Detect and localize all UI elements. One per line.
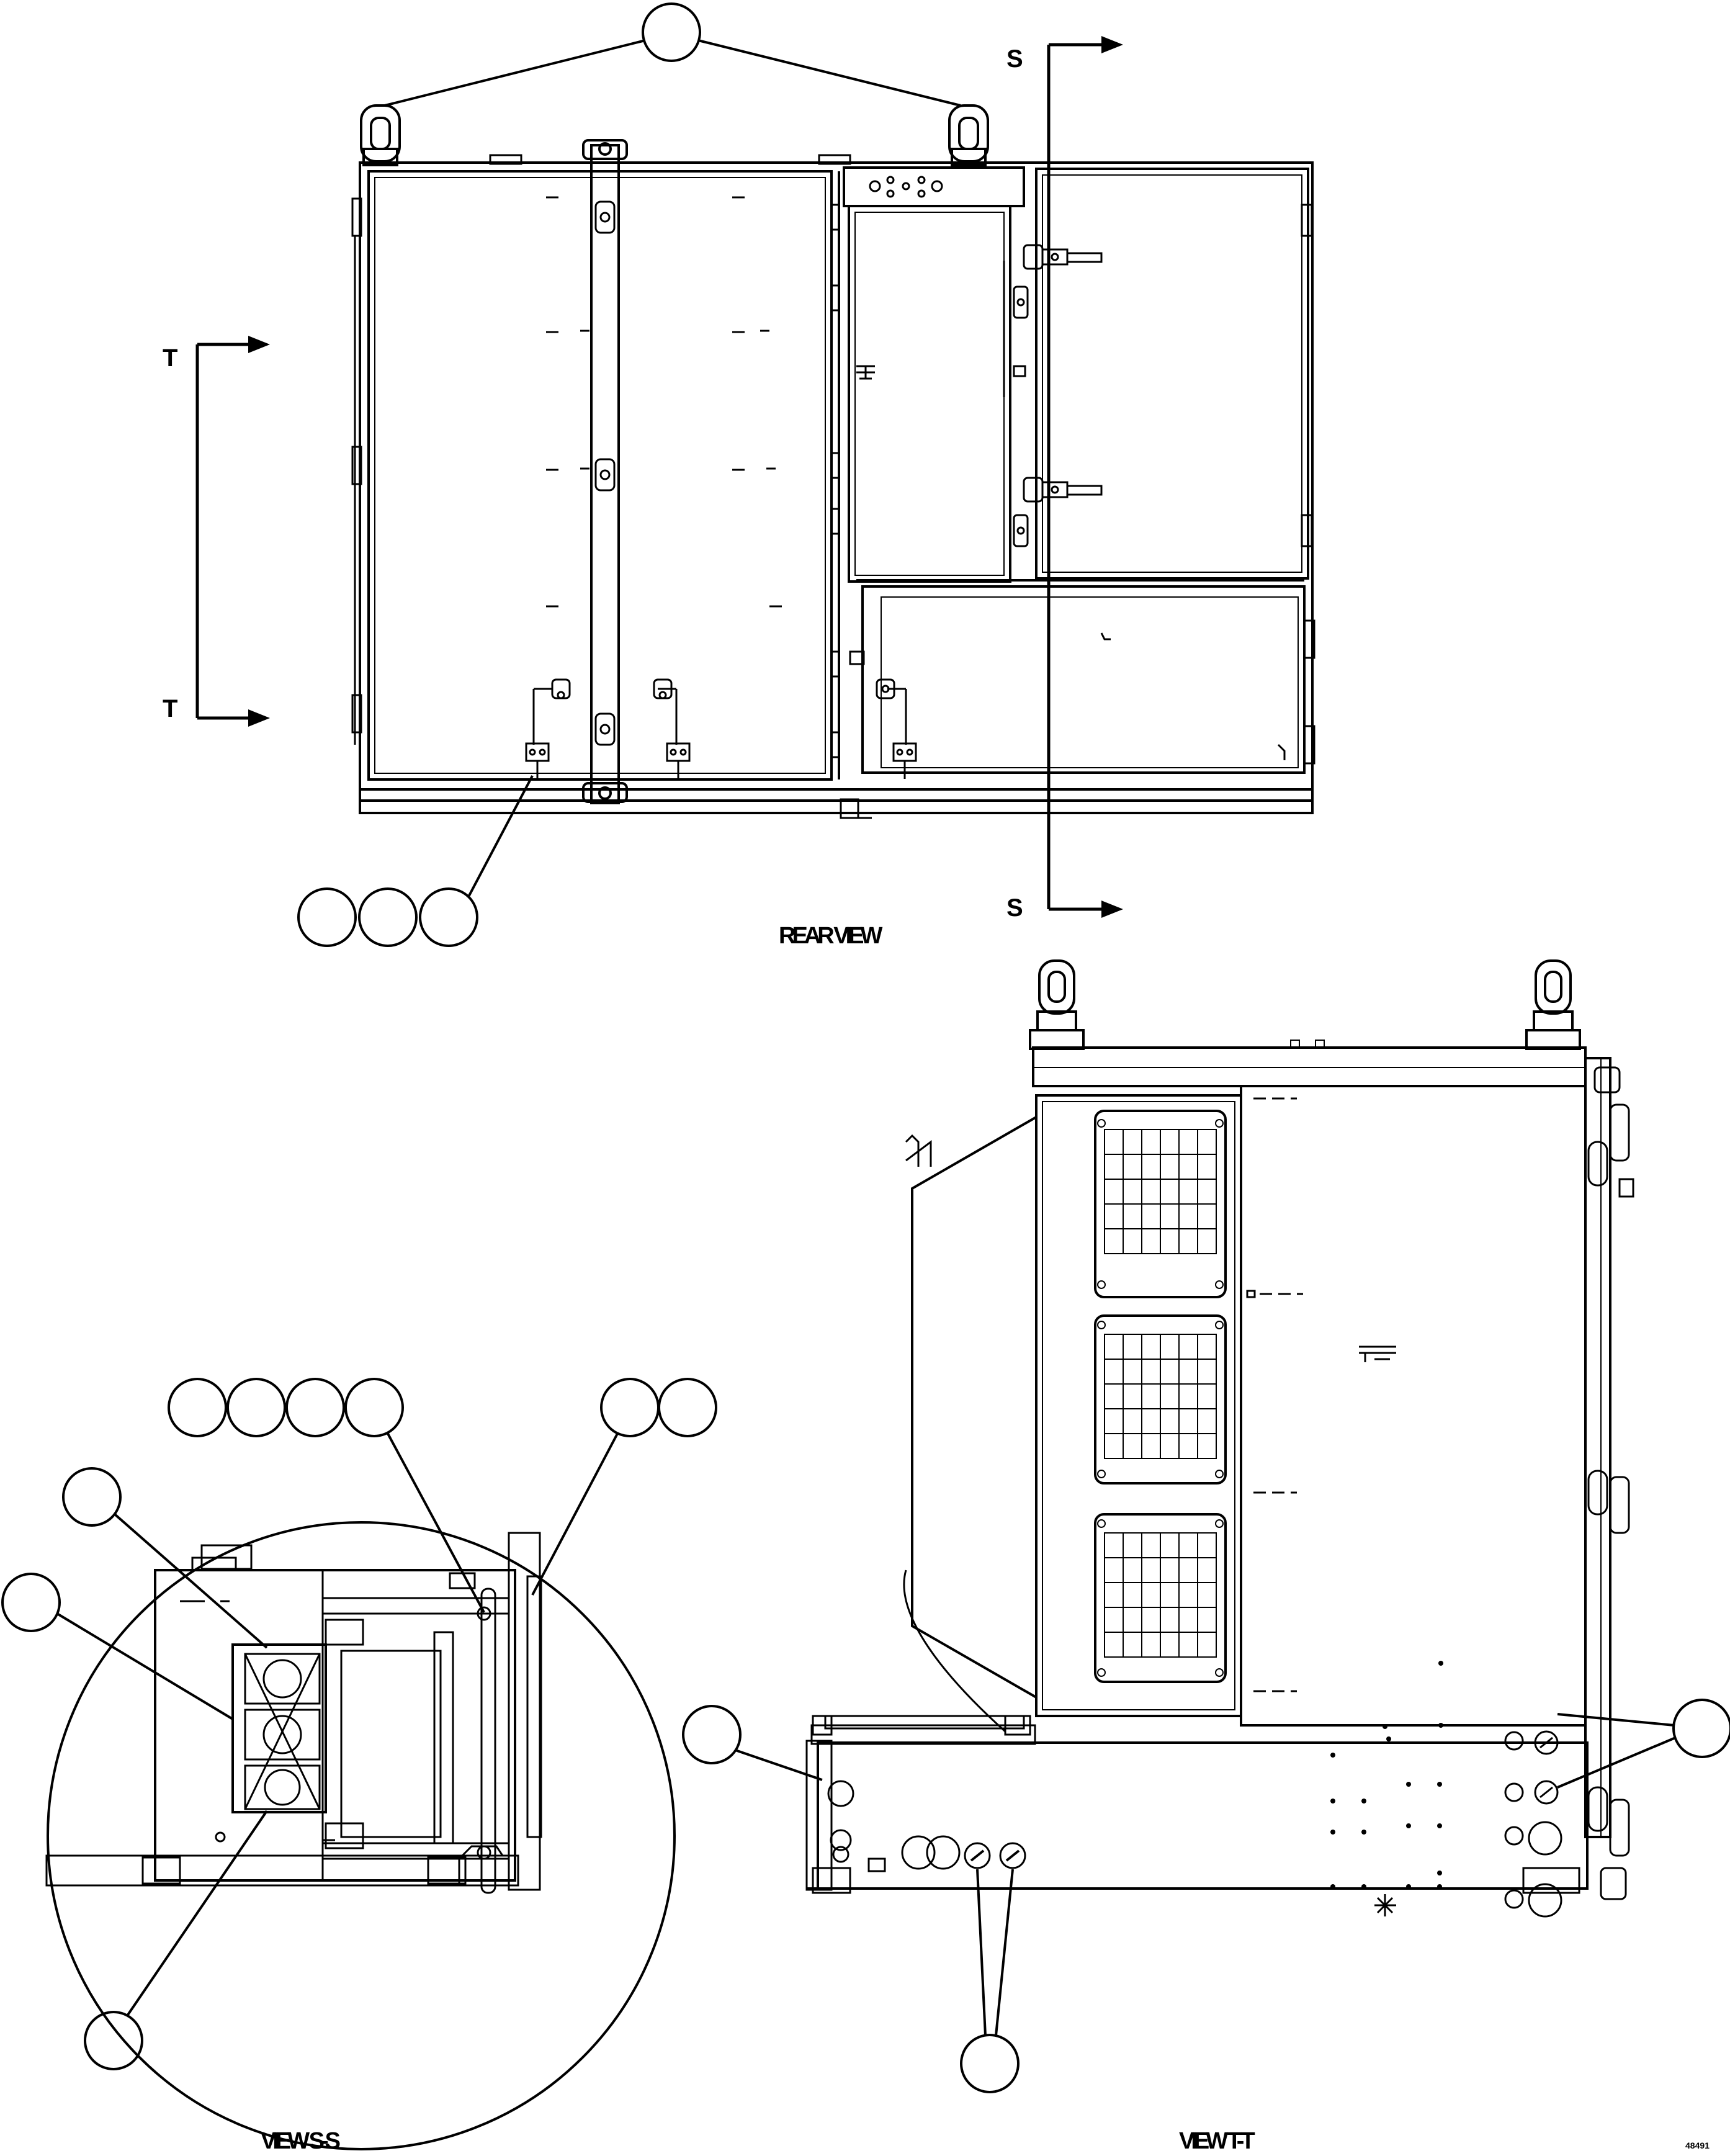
callout-view-tt-right bbox=[1557, 1699, 1730, 1789]
rear-view bbox=[351, 104, 1315, 819]
view-ss-title: VIEW S-S bbox=[261, 2128, 340, 2154]
detail-circle bbox=[47, 1521, 676, 2150]
lifting-eye-tt-left bbox=[1029, 959, 1085, 1050]
callouts-view-ss bbox=[1, 1378, 717, 2070]
section-line-s bbox=[1047, 36, 1123, 918]
callout-lifting-eyes bbox=[384, 2, 961, 107]
lifting-eye-tt-right bbox=[1525, 959, 1581, 1050]
intake-hood bbox=[911, 1116, 1037, 1699]
fan-filter-box bbox=[231, 1643, 327, 1813]
callout-view-tt-left bbox=[682, 1705, 823, 1781]
door-latch-1 bbox=[525, 678, 571, 779]
door-latch-2 bbox=[653, 678, 691, 779]
section-label-t-top: T bbox=[163, 344, 177, 372]
drawing-id: 48491 bbox=[1685, 2140, 1710, 2150]
rear-frame bbox=[359, 161, 1314, 814]
fan-housing bbox=[1035, 1094, 1242, 1717]
view-ss bbox=[45, 1521, 676, 2150]
lifting-eye-right bbox=[948, 104, 989, 166]
access-panel-upper bbox=[848, 205, 1011, 583]
section-label-s-bottom: S bbox=[1006, 894, 1023, 922]
cabinet-side-door bbox=[1584, 1057, 1611, 1838]
door-latch-3 bbox=[876, 678, 917, 779]
view-tt-title: VIEW T-T bbox=[1179, 2128, 1255, 2154]
section-label-s-top: S bbox=[1006, 45, 1023, 73]
view-tt bbox=[805, 959, 1634, 1918]
callout-latches bbox=[297, 775, 534, 947]
callout-view-tt-bottom bbox=[960, 1869, 1020, 2093]
access-panel-lower bbox=[861, 585, 1306, 774]
cabinet-side bbox=[1240, 1085, 1587, 1727]
rear-view-title: REAR VIEW bbox=[779, 923, 882, 949]
section-label-t-bottom: T bbox=[163, 695, 177, 722]
lifting-eye-left bbox=[360, 104, 401, 166]
rear-door-right bbox=[1035, 168, 1309, 580]
section-line-t bbox=[195, 336, 270, 727]
lower-housing bbox=[817, 1741, 1589, 1890]
